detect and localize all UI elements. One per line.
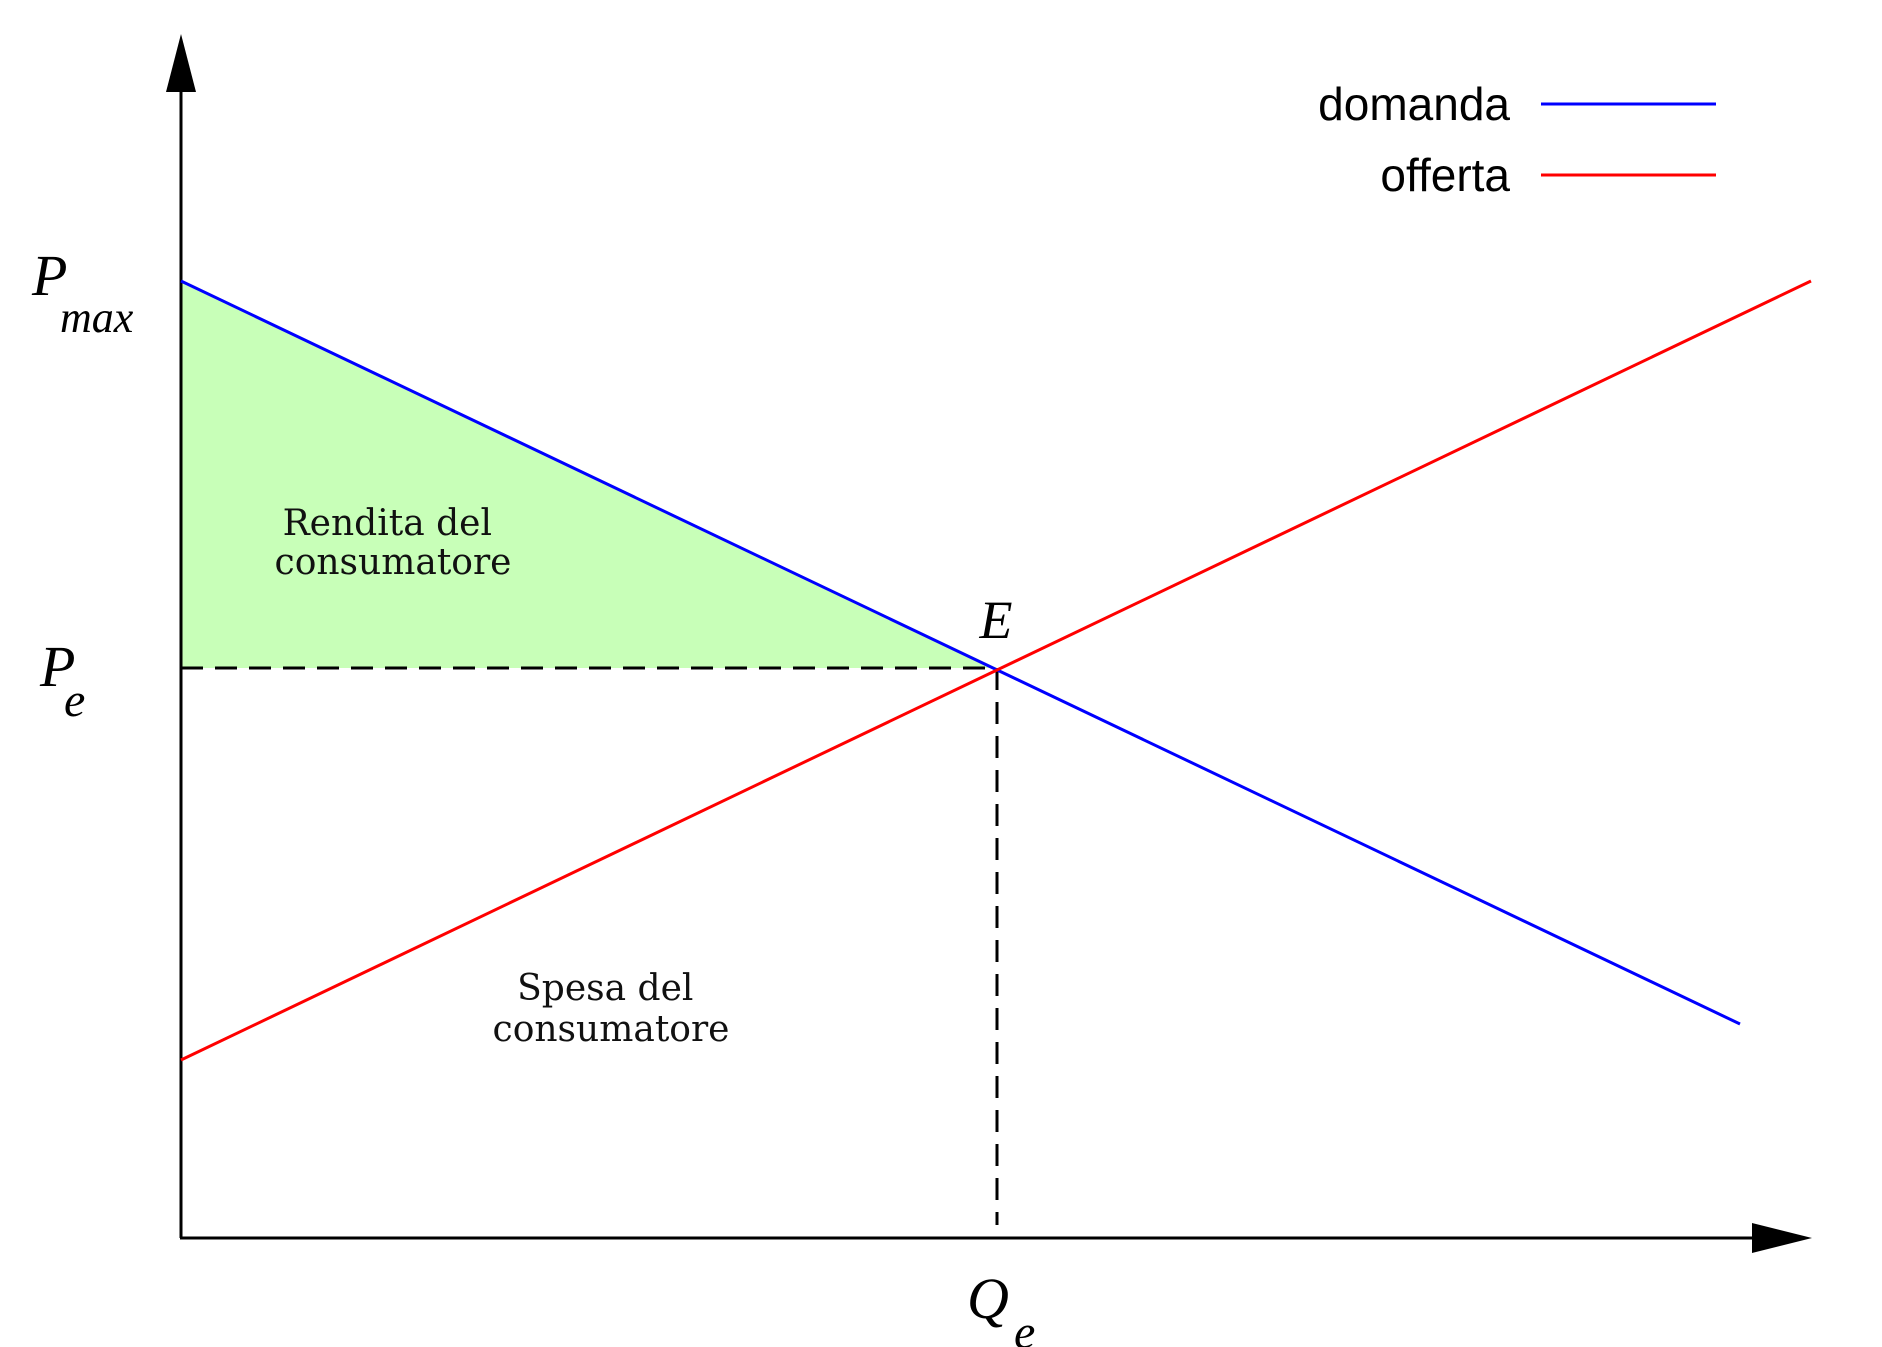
y-axis-arrowhead (166, 34, 196, 92)
consumer-spending-line-1: Spesa del (517, 968, 693, 1009)
p-max-label: P max (31, 243, 134, 342)
legend-supply-label: offerta (1380, 149, 1510, 201)
supply-curve (180, 279, 1812, 1062)
consumer-spending-line-2: consumatore (493, 1009, 730, 1050)
legend-demand-label: domanda (1318, 78, 1510, 130)
x-axis-arrowhead (1752, 1223, 1812, 1253)
p-e-main: P (39, 634, 74, 699)
p-max-main: P (31, 243, 66, 308)
q-e-main: Q (967, 1266, 1009, 1331)
q-e-label: Q e (967, 1266, 1035, 1347)
q-e-subscript: e (1014, 1306, 1035, 1347)
consumer-surplus-line-2: consumatore (275, 542, 512, 583)
p-max-subscript: max (60, 293, 134, 342)
consumer-surplus-label: Rendita del consumatore (275, 503, 512, 583)
equilibrium-point-label: E (979, 590, 1013, 650)
demand-curve (180, 279, 1741, 1026)
p-e-label: P e (39, 634, 89, 727)
p-e-subscript: e (64, 674, 85, 727)
consumer-surplus-line-1: Rendita del (283, 503, 492, 544)
consumer-spending-label: Spesa del consumatore (493, 968, 730, 1050)
